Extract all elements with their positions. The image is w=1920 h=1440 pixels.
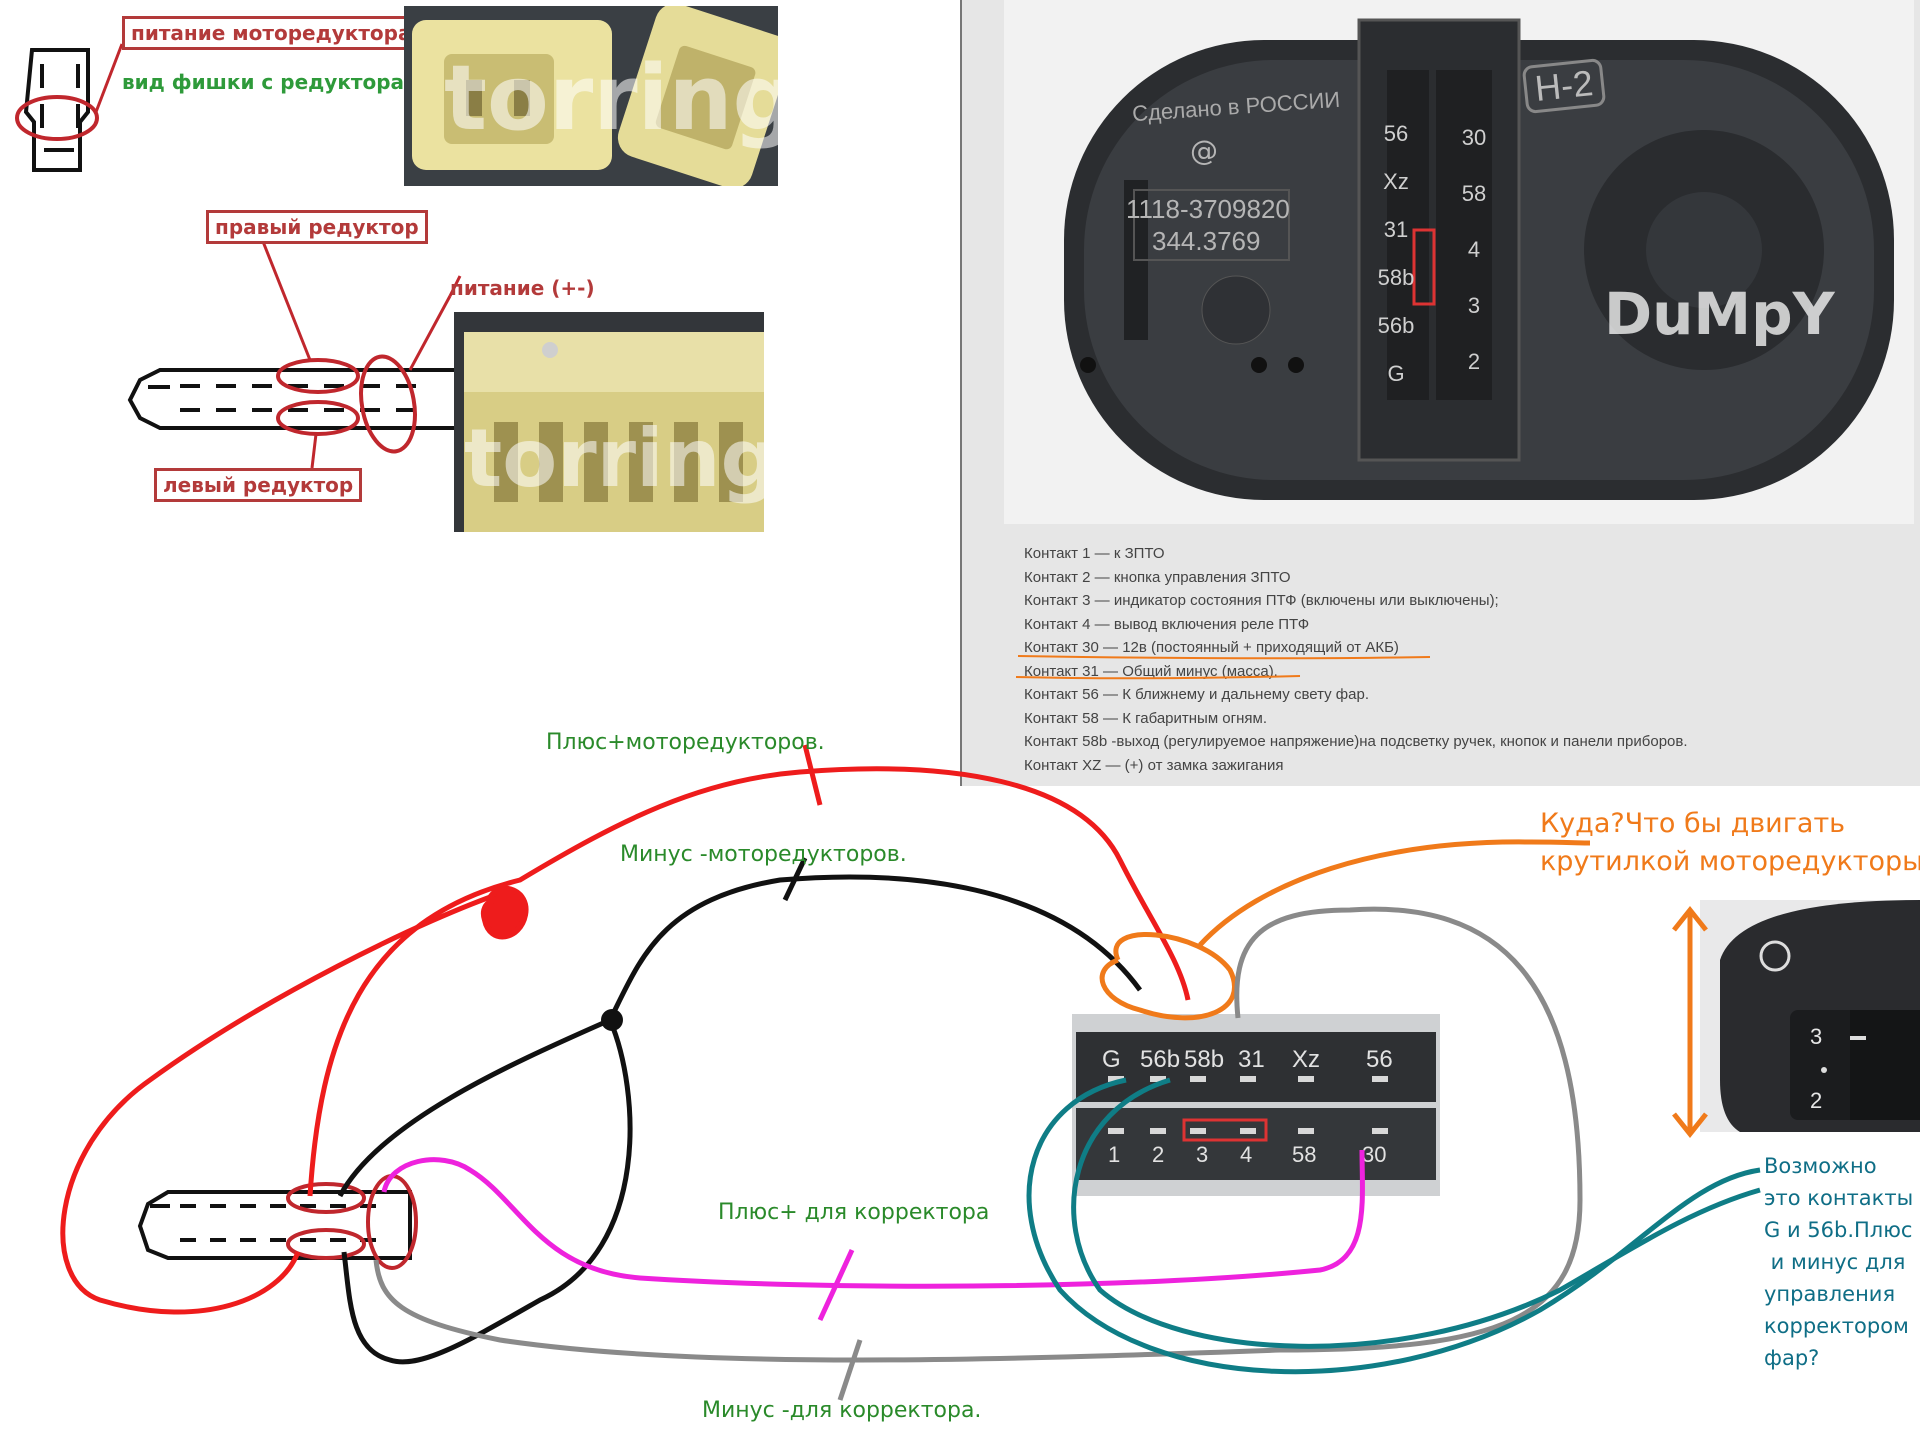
connector-top-pins: G 56b 58b 31 Xz 56 [1102, 1046, 1432, 1074]
pin-label: G [1387, 361, 1405, 386]
knob-photo: 3 2 [1700, 900, 1920, 1132]
pin-label: 30 [1362, 1142, 1387, 1167]
pin-label: G [1102, 1046, 1121, 1073]
label-maybe-note: Возможно это контакты G и 56b.Плюс и мин… [1764, 1150, 1920, 1374]
pin-label: 58b [1184, 1046, 1225, 1073]
note-line: G и 56b.Плюс [1764, 1218, 1913, 1242]
contact-1: Контакт 1 — к ЗПТО [1024, 545, 1165, 562]
switch-part-number: 1118-3709820 [1126, 194, 1290, 224]
wire-plus-motors [307, 766, 1191, 1197]
pin-label: 4 [1240, 1142, 1253, 1167]
label-minus-motors: Минус -моторедукторов. [620, 842, 907, 867]
switch-pins-right: 30 58 4 3 2 [1454, 110, 1494, 390]
switch-part-number-2: 344.3769 [1152, 226, 1261, 256]
contact-30: Контакт 30 — 12в (постоянный + приходящи… [1024, 639, 1399, 656]
wire-teal-2 [1071, 1077, 1761, 1349]
connector-bottom-pins: 1 2 3 4 58 30 [1108, 1142, 1438, 1168]
wire-minus-corrector [373, 906, 1583, 1363]
contact-2: Контакт 2 — кнопка управления ЗПТО [1024, 569, 1291, 586]
contact-underlines [1015, 655, 1431, 680]
knob-number-3: 3 [1810, 1024, 1823, 1049]
wire-plus-corrector [381, 1149, 1365, 1289]
pin-label: 3 [1467, 293, 1481, 318]
watermark: torring [464, 412, 764, 505]
contact-4: Контакт 4 — вывод включения реле ПТФ [1024, 616, 1310, 633]
watermark: torring [444, 46, 778, 151]
wire-minus-left [341, 1019, 633, 1365]
label-motor-power: питание моторедуктора [122, 16, 421, 50]
switch-photo-panel: @ Сделано в РОССИИ 1118-3709820 344.3769… [960, 0, 1920, 786]
wire-orange [1198, 839, 1591, 947]
pin-label: 58b [1377, 265, 1415, 290]
pin-label: 56 [1383, 121, 1409, 146]
switch-pins-left: 56 Xz 31 58b 56b G [1376, 110, 1416, 398]
pin-label: 2 [1467, 349, 1481, 374]
wire-plus-left [60, 887, 511, 1315]
note-line: управления [1764, 1282, 1896, 1306]
contact-xz: Контакт XZ — (+) от замка зажигания [1024, 757, 1284, 774]
plug-sketch-bottom [137, 1174, 418, 1270]
photo-connector-middle: torring [454, 312, 764, 532]
pin-label: Xz [1292, 1046, 1321, 1073]
label-where-question: Куда?Что бы двигать [1540, 808, 1846, 839]
pin-label: 58 [1461, 181, 1487, 206]
label-power: питание (+-) [450, 276, 595, 300]
watermark-dumpy: DuMpY [1604, 280, 1835, 348]
label-plus-motors: Плюс+моторедукторов. [546, 730, 825, 755]
note-line: корректором [1764, 1314, 1909, 1338]
label-where-question-2: крутилкой моторедукторы? [1540, 846, 1920, 877]
pin-label: 56b [1140, 1046, 1181, 1073]
note-line: это контакты [1764, 1186, 1914, 1210]
pin-label: 31 [1238, 1046, 1265, 1073]
contact-58b: Контакт 58b -выход (регулируемое напряже… [1024, 733, 1688, 750]
pin-label: 30 [1461, 125, 1487, 150]
connector-photo: G 56b 58b 31 Xz 56 1 2 3 4 58 30 [1072, 1014, 1440, 1196]
note-line: фар? [1764, 1346, 1820, 1370]
contact-58: Контакт 58 — К габаритным огням. [1024, 710, 1268, 727]
contact-3: Контакт 3 — индикатор состояния ПТФ (вкл… [1024, 592, 1499, 609]
label-right-reducer: правый редуктор [206, 210, 428, 244]
label-plus-corrector: Плюс+ для корректора [718, 1200, 990, 1225]
note-line: Возможно [1764, 1154, 1877, 1178]
contact-56: Контакт 56 — К ближнему и дальнему свету… [1024, 686, 1369, 703]
pin-label: 56b [1377, 313, 1415, 338]
note-line: и минус для [1764, 1250, 1906, 1274]
switch-photo: @ Сделано в РОССИИ 1118-3709820 344.3769… [1004, 0, 1914, 524]
pin-label: Xz [1383, 169, 1409, 194]
label-plug-view: вид фишки с редуктора [122, 70, 405, 94]
pin-label: 58 [1292, 1142, 1317, 1167]
label-left-reducer: левый редуктор [154, 468, 363, 502]
pin-label: 4 [1467, 237, 1481, 262]
pin-label: 1 [1108, 1142, 1121, 1167]
label-minus-corrector: Минус -для корректора. [702, 1398, 982, 1423]
wire-minus-motors [337, 874, 1143, 1198]
wire-teal-1 [1026, 1077, 1761, 1375]
photo-plugs-top: torring [404, 6, 778, 186]
svg-text:@: @ [1190, 134, 1218, 167]
knob-number-2: 2 [1810, 1088, 1823, 1113]
pin-label: 3 [1196, 1142, 1209, 1167]
pin-label: 56 [1366, 1046, 1393, 1073]
pin-label: 31 [1383, 217, 1409, 242]
contact-31: Контакт 31 — Общий минус (масса). [1024, 663, 1278, 680]
plug-sketch-top [15, 43, 124, 172]
pin-label: 2 [1152, 1142, 1165, 1167]
